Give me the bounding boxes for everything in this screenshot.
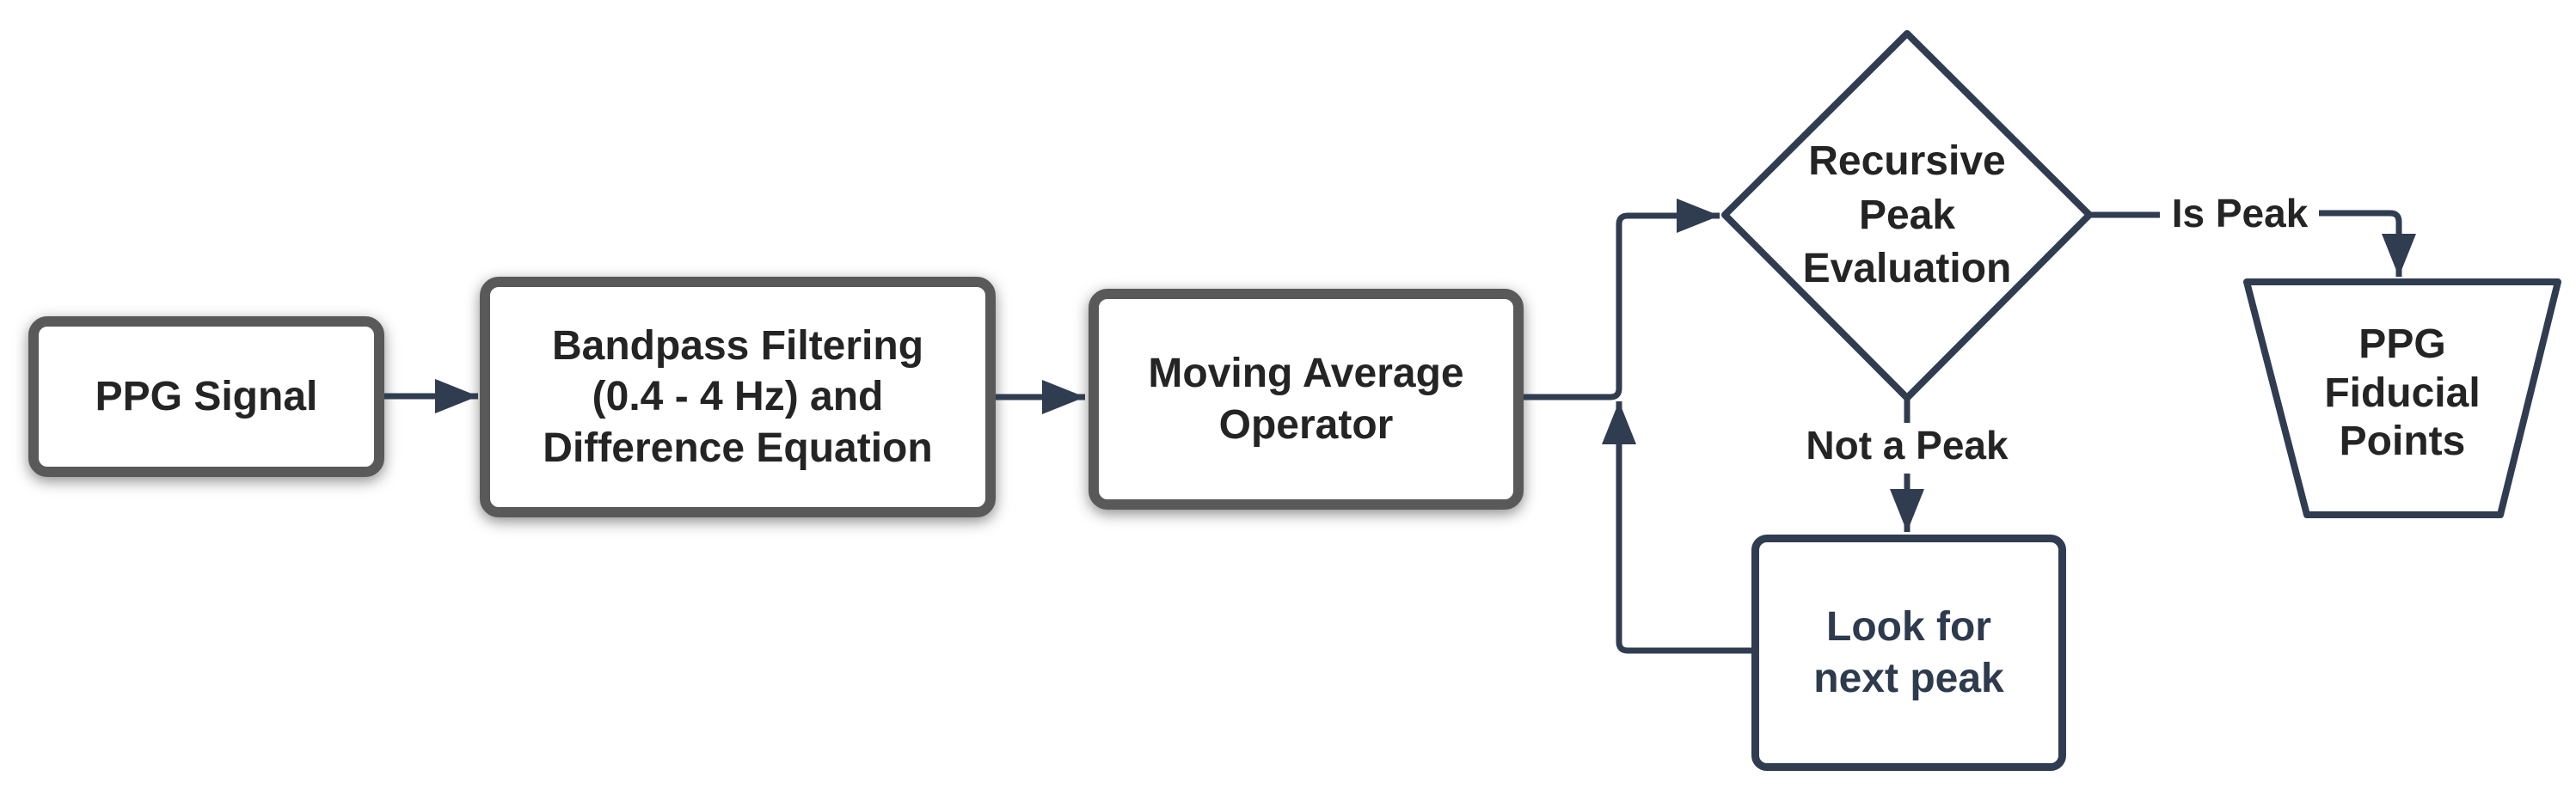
node-bandpass-filtering-box [480,277,996,517]
node-moving-average-box [1089,289,1524,510]
arrow-is-peak-to-fiducial [2319,210,2416,277]
edge-label-not-a-peak: Not a Peak [1806,422,2009,468]
node-ppg-signal-box [28,316,384,477]
node-ppg-fiducial-points-label: PPG Fiducial Points [2324,321,2481,465]
node-recursive-peak-evaluation-label: Recursive Peak Evaluation [1802,138,2012,292]
node-look-for-next-peak-label: Look for next peak [1813,603,2004,701]
edge-label-is-peak: Is Peak [2171,190,2309,235]
arrow-feedback-look-next-to-decision [1602,401,1751,654]
node-moving-average-label: Moving Average Operator [1148,350,1464,448]
node-look-for-next-peak-box [1751,535,2066,771]
arrow-moving-average-to-decision [1524,199,1720,400]
node-bandpass-filtering-label: Bandpass Filtering (0.4 - 4 Hz) and Diff… [543,322,933,471]
node-ppg-signal-label: PPG Signal [95,373,318,419]
